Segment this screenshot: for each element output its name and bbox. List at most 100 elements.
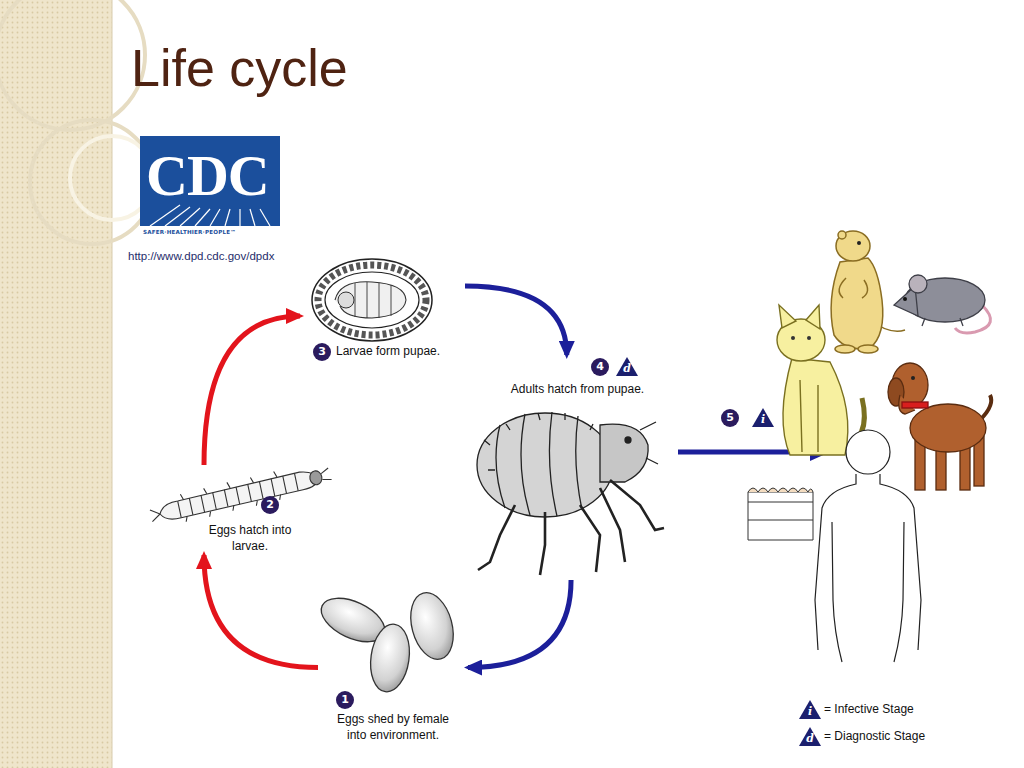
stage-badge: i [752, 408, 774, 427]
egg-illustration [315, 588, 461, 694]
flea-illustration-part [477, 413, 613, 517]
stage-node: 2Eggs hatch into larvae. [150, 465, 330, 555]
larva-illustration-part [150, 508, 161, 522]
legend-text: = Diagnostic Stage [824, 729, 925, 745]
flea-illustration-part [600, 424, 648, 482]
callout-number: 1 [336, 691, 354, 709]
larva-illustration-part [158, 469, 321, 522]
callout-number: 4 [591, 358, 609, 376]
skin-section [748, 488, 813, 540]
cycle-arrow [465, 286, 567, 355]
rat-illustration-part [903, 297, 907, 301]
cycle-arrow [468, 580, 571, 668]
cat-illustration-part [779, 305, 796, 328]
flea-illustration-part [640, 422, 658, 464]
egg-illustration-part [366, 622, 413, 695]
rat-illustration [894, 275, 991, 333]
skin-section-part [748, 520, 813, 521]
skin-section-part [748, 502, 813, 503]
stage-caption: Eggs hatch into larvae. [195, 523, 305, 554]
dog-illustration-part [910, 404, 986, 452]
prairie-dog-illustration-part [838, 231, 846, 239]
flea-illustration-part [478, 480, 664, 575]
pupa-illustration-part [318, 265, 426, 335]
side-band-part [0, 0, 112, 768]
cdc-logo-part-part [225, 209, 230, 226]
cdc-logo-part [140, 136, 280, 226]
cdc-logo-part-part [195, 209, 210, 226]
cdc-logo-part-part [150, 205, 180, 226]
prairie-dog-illustration-part [836, 231, 870, 261]
pupa-illustration-part [312, 259, 432, 341]
pupa-illustration-part [335, 282, 406, 318]
skin-section-part [748, 492, 813, 540]
human-outline-part [815, 474, 921, 650]
flea-illustration-part-part [600, 488, 625, 562]
pupa-illustration-part [325, 272, 419, 328]
prairie-dog-illustration [831, 231, 905, 353]
pupa-illustration [312, 259, 432, 341]
stage-node: 3 Larvae form pupae. [300, 250, 465, 370]
larva-illustration-part [180, 471, 282, 522]
cdc-logo-part [150, 205, 270, 226]
human-outline-part [832, 522, 904, 662]
flea-illustration-part [484, 413, 593, 470]
stage-badge: d [799, 727, 821, 746]
dog-illustration-part [902, 402, 928, 408]
legend-text: = Infective Stage [824, 702, 914, 718]
side-band [0, 0, 154, 768]
prairie-dog-illustration-part [835, 345, 855, 353]
side-band-part [0, 0, 145, 130]
callout-number: 3 [313, 343, 331, 361]
dog-illustration-part [911, 376, 915, 380]
stage-badge: i [799, 700, 821, 719]
stage-node: 4dAdults hatch from pupae. [470, 355, 685, 580]
callout-number: 5 [721, 409, 739, 427]
egg-illustration-part [404, 588, 460, 664]
prairie-dog-illustration-part [857, 241, 861, 245]
rat-illustration-part [909, 275, 927, 293]
dog-illustration-part [915, 440, 925, 490]
cat-illustration-part [806, 305, 820, 329]
rat-illustration-part [922, 318, 963, 326]
stage-caption: Larvae form pupae. [336, 344, 461, 360]
flea-illustration-part-part [610, 480, 664, 530]
stage-caption: Eggs shed by female into environment. [332, 712, 454, 743]
prairie-dog-illustration-part [831, 258, 883, 349]
skin-section-part [748, 488, 813, 492]
prairie-dog-illustration-part [839, 278, 867, 298]
slide-title: Life cycle [131, 42, 348, 94]
stage-badge: d [616, 357, 638, 376]
cdc-logo-part-part [239, 209, 240, 226]
flea-illustration-part-part [478, 505, 515, 570]
cdc-logo-part-part [210, 209, 220, 226]
flea-illustration [477, 412, 664, 575]
cdc-logo-part-part [250, 209, 255, 226]
larva-illustration-part [320, 468, 331, 482]
cdc-logo [140, 136, 280, 226]
cat-illustration-part [791, 336, 795, 340]
callout-number: 2 [261, 496, 279, 514]
larva-illustration-part [309, 470, 324, 486]
cdc-logo-part-part [165, 207, 190, 226]
logo-tagline: SAFER·HEALTHIER·PEOPLE™ [143, 230, 236, 236]
source-url: http://www.dpd.cdc.gov/dpdx [128, 250, 274, 264]
stage-node: 1Eggs shed by female into environment. [318, 585, 468, 750]
human-outline [815, 430, 921, 662]
human-outline-part [846, 430, 890, 474]
dog-illustration [888, 363, 991, 490]
pupa-illustration-part [338, 292, 354, 308]
logo-text: CDC [146, 147, 269, 205]
prairie-dog-illustration-part [858, 345, 878, 353]
flea-illustration-part [625, 437, 631, 443]
larva-illustration [147, 460, 333, 529]
flea-illustration-part-part [580, 505, 600, 572]
cat-illustration [777, 305, 864, 455]
stage-caption: Adults hatch from pupae. [470, 382, 685, 398]
cycle-arrow [204, 555, 318, 668]
cat-illustration-part [807, 336, 811, 340]
side-band-part [30, 120, 154, 244]
cdc-logo-part-part [260, 209, 270, 226]
